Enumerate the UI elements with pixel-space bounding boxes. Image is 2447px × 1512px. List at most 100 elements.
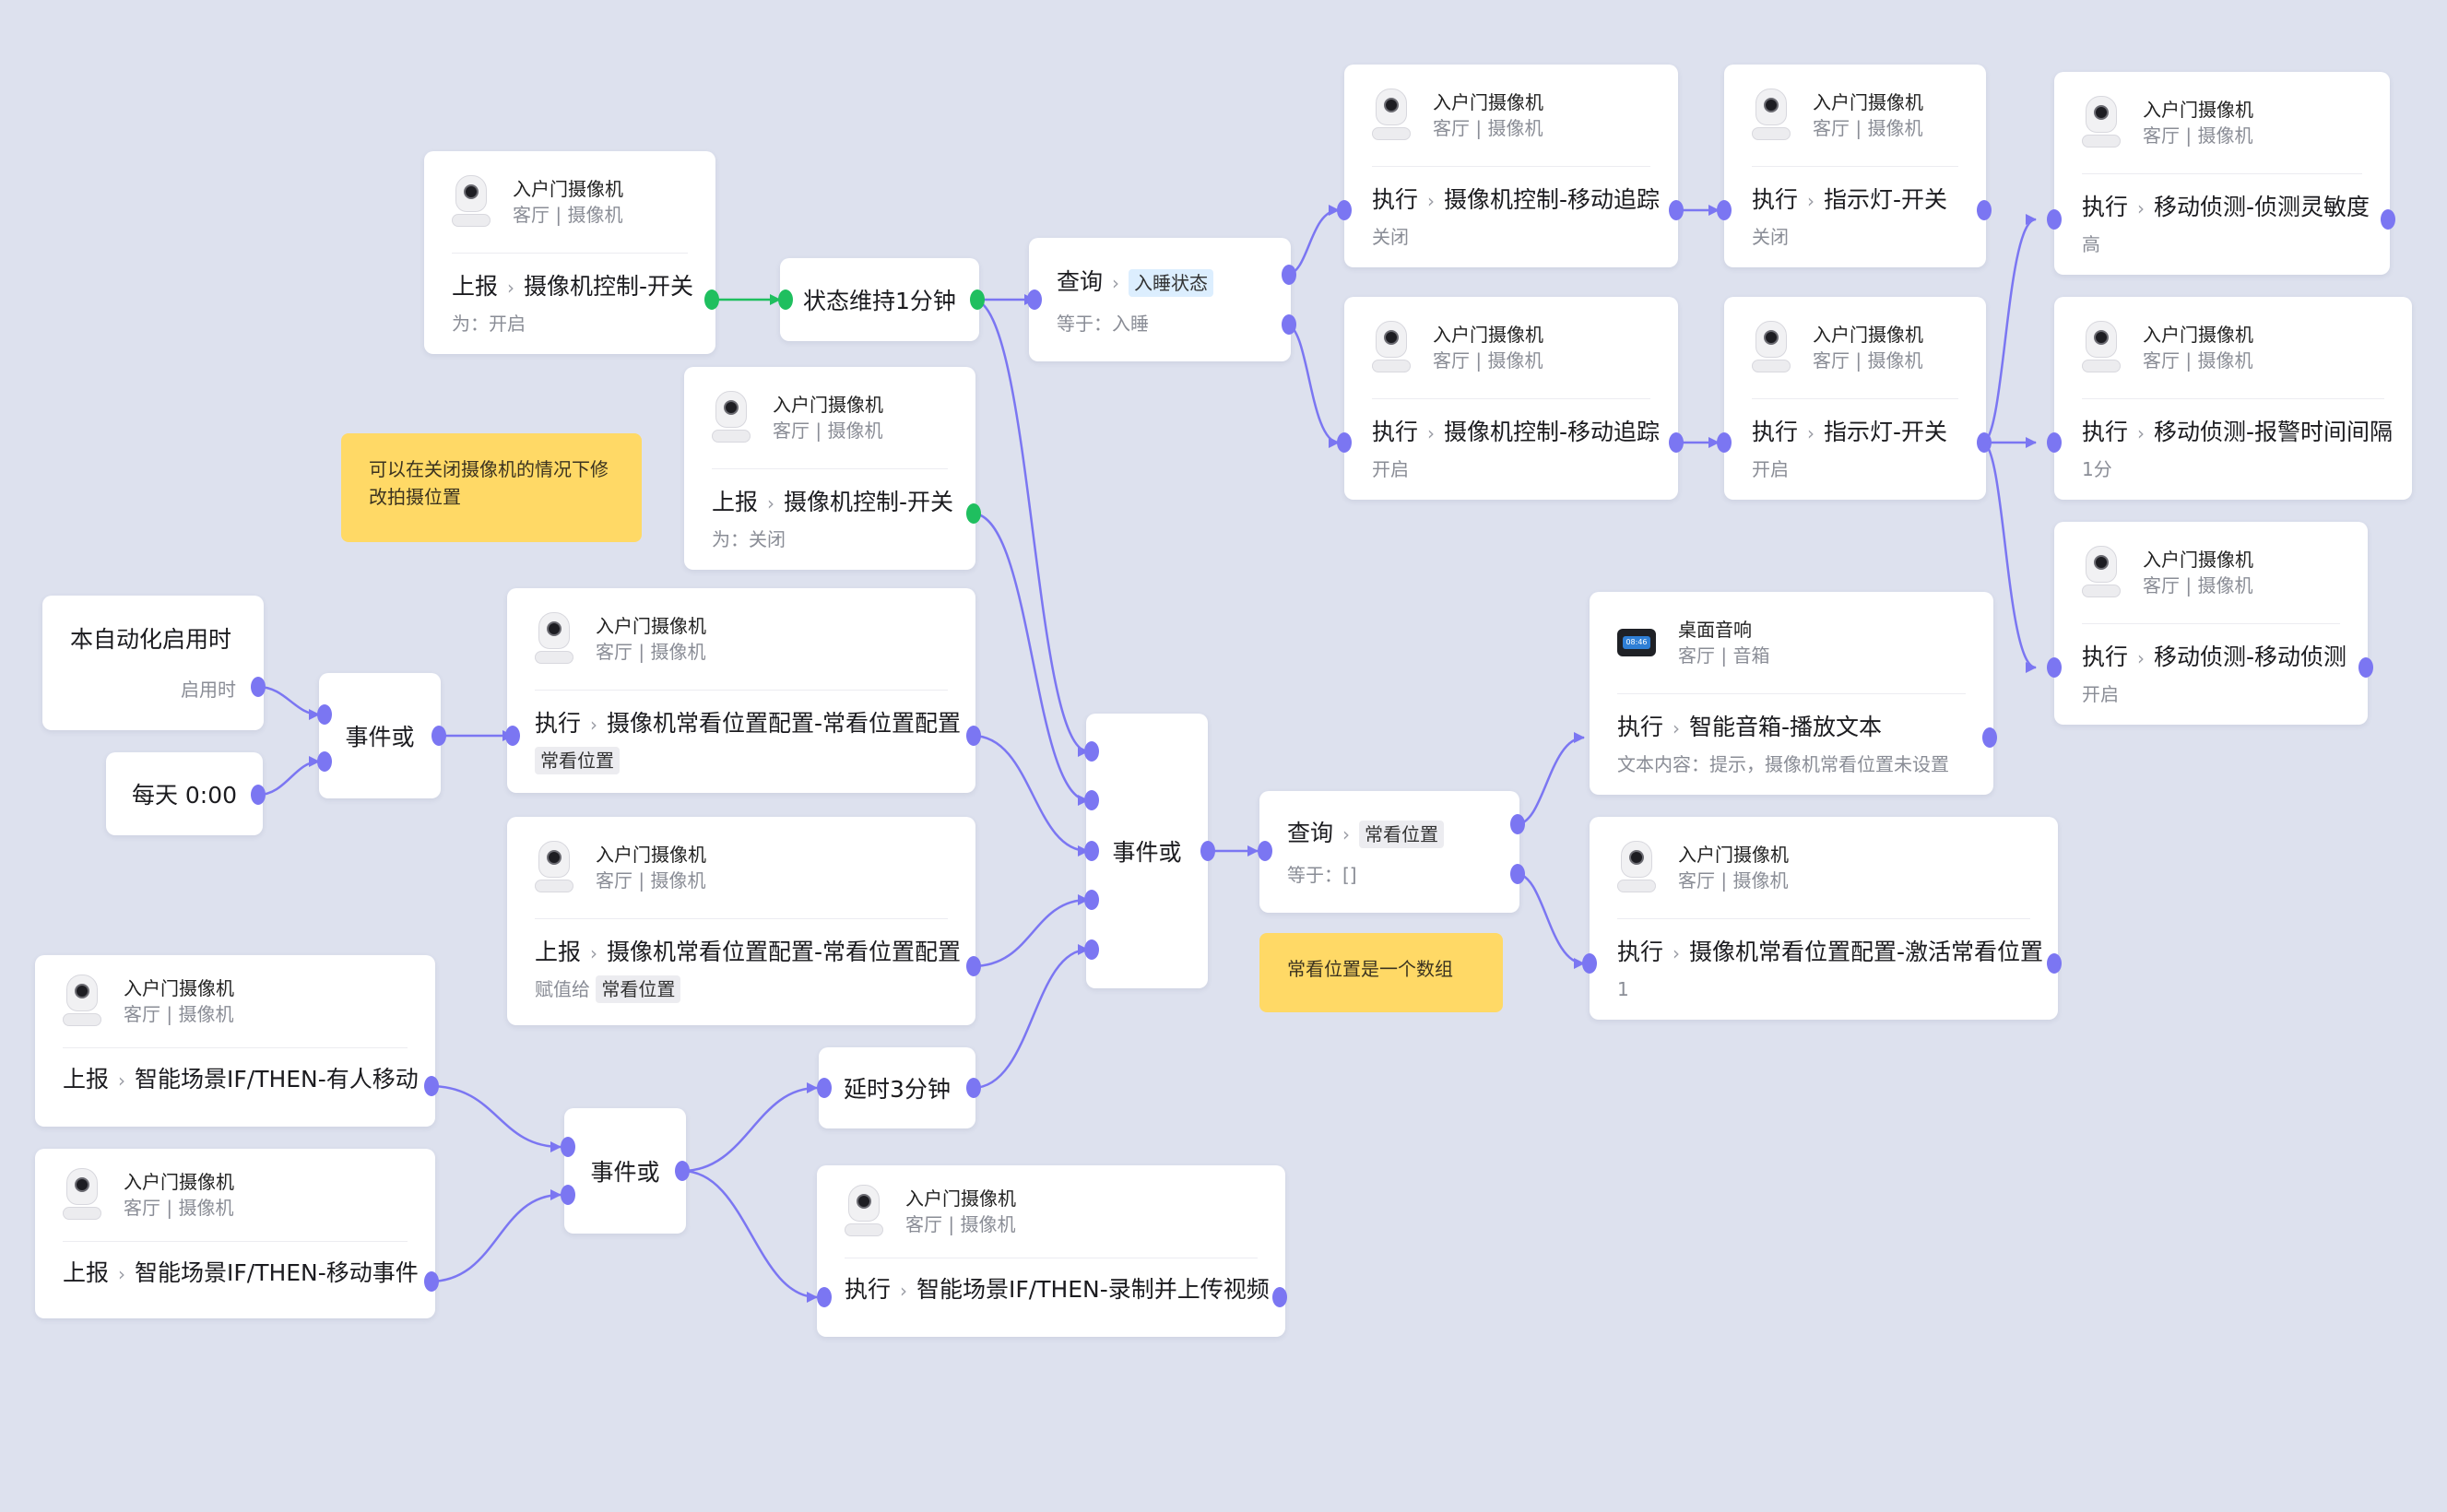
output-port[interactable]	[2358, 657, 2373, 678]
output-port-active[interactable]	[970, 289, 985, 310]
state-hold-label: 状态维持1分钟	[803, 288, 956, 314]
camera-icon	[452, 175, 491, 229]
input-port[interactable]	[817, 1287, 832, 1307]
action-name: 摄像机控制-移动追踪	[1444, 419, 1661, 445]
input-port[interactable]	[1337, 432, 1352, 453]
action-name: 摄像机控制-开关	[784, 489, 954, 515]
note-camera-position[interactable]: 可以在关闭摄像机的情况下修改拍摄位置	[341, 433, 642, 542]
query-node-view-position[interactable]: 查询›常看位置 等于：[]	[1259, 791, 1519, 913]
input-port[interactable]	[561, 1185, 575, 1205]
action-value: 高	[2082, 233, 2100, 255]
input-port[interactable]	[1258, 841, 1272, 861]
input-port[interactable]	[1084, 741, 1099, 762]
state-hold-node[interactable]: 状态维持1分钟	[780, 258, 979, 341]
output-port[interactable]	[424, 1076, 439, 1096]
device-node-report-on[interactable]: 入户门摄像机客厅 | 摄像机 上报›摄像机控制-开关 为：开启	[424, 151, 715, 354]
device-node-exec-view-config[interactable]: 入户门摄像机客厅 | 摄像机 执行›摄像机常看位置配置-常看位置配置 常看位置	[507, 588, 975, 793]
input-port[interactable]	[317, 704, 332, 725]
device-node-exec-sensitivity[interactable]: 入户门摄像机客厅 | 摄像机 执行›移动侦测-侦测灵敏度 高	[2054, 72, 2390, 275]
chevron-right-icon: ›	[1112, 272, 1120, 294]
action-name: 移动侦测-移动侦测	[2154, 644, 2347, 670]
device-node-exec-motion-detect[interactable]: 入户门摄像机客厅 | 摄像机 执行›移动侦测-移动侦测 开启	[2054, 522, 2368, 725]
action-name: 移动侦测-侦测灵敏度	[2154, 194, 2370, 220]
note-array[interactable]: 常看位置是一个数组	[1259, 933, 1503, 1012]
input-port[interactable]	[505, 726, 520, 746]
device-node-exec-light-on[interactable]: 入户门摄像机客厅 | 摄像机 执行›指示灯-开关 开启	[1724, 297, 1986, 500]
action-value: 1分	[2082, 458, 2112, 480]
or-node-left[interactable]: 事件或	[319, 673, 441, 798]
device-node-report-motion-event[interactable]: 入户门摄像机客厅 | 摄像机 上报›智能场景IF/THEN-移动事件	[35, 1149, 435, 1318]
device-node-exec-activate-view[interactable]: 入户门摄像机客厅 | 摄像机 执行›摄像机常看位置配置-激活常看位置 1	[1590, 817, 2058, 1020]
input-port[interactable]	[2047, 657, 2062, 678]
input-port[interactable]	[1582, 953, 1597, 974]
query-node-sleep-state[interactable]: 查询›入睡状态 等于：入睡	[1029, 238, 1291, 361]
input-port[interactable]	[1084, 939, 1099, 960]
input-port[interactable]	[2047, 209, 2062, 230]
device-location: 客厅 | 摄像机	[1433, 117, 1543, 139]
device-node-exec-light-off[interactable]: 入户门摄像机客厅 | 摄像机 执行›指示灯-开关 关闭	[1724, 65, 1986, 267]
chevron-right-icon: ›	[900, 1280, 908, 1302]
input-port-active[interactable]	[778, 289, 793, 310]
device-node-report-view-config[interactable]: 入户门摄像机客厅 | 摄像机 上报›摄像机常看位置配置-常看位置配置 赋值给 常…	[507, 817, 975, 1025]
input-port[interactable]	[1027, 289, 1042, 310]
output-port[interactable]	[431, 726, 446, 746]
output-port[interactable]	[424, 1271, 439, 1292]
output-port[interactable]	[1510, 814, 1525, 834]
output-port[interactable]	[2047, 953, 2062, 974]
device-node-report-motion[interactable]: 入户门摄像机客厅 | 摄像机 上报›智能场景IF/THEN-有人移动	[35, 955, 435, 1127]
output-port[interactable]	[675, 1161, 690, 1181]
device-node-report-off[interactable]: 入户门摄像机客厅 | 摄像机 上报›摄像机控制-开关 为：关闭	[684, 367, 975, 570]
output-port[interactable]	[966, 1078, 981, 1098]
output-port[interactable]	[1272, 1287, 1287, 1307]
chevron-right-icon: ›	[1807, 422, 1815, 444]
input-port[interactable]	[1084, 841, 1099, 861]
camera-icon	[2082, 321, 2121, 374]
device-location: 客厅 | 摄像机	[2143, 349, 2253, 372]
input-port[interactable]	[1717, 200, 1732, 220]
output-port[interactable]	[966, 726, 981, 746]
action-verb: 执行	[1372, 186, 1419, 213]
output-port[interactable]	[251, 785, 266, 805]
action-verb: 上报	[712, 489, 759, 515]
input-port[interactable]	[1337, 200, 1352, 220]
input-port[interactable]	[317, 751, 332, 772]
output-port[interactable]	[1282, 314, 1296, 335]
input-port[interactable]	[817, 1078, 832, 1098]
wire	[1516, 732, 1585, 826]
output-port[interactable]	[1669, 200, 1684, 220]
output-port[interactable]	[1669, 432, 1684, 453]
output-port[interactable]	[1977, 200, 1992, 220]
device-node-exec-track-on[interactable]: 入户门摄像机客厅 | 摄像机 执行›摄像机控制-移动追踪 开启	[1344, 297, 1678, 500]
output-port-active[interactable]	[704, 289, 719, 310]
device-location: 客厅 | 摄像机	[773, 419, 883, 442]
output-port[interactable]	[966, 956, 981, 976]
output-port[interactable]	[2381, 209, 2395, 230]
device-location: 客厅 | 音箱	[1678, 644, 1770, 667]
output-port[interactable]	[1510, 864, 1525, 884]
trigger-automation-start[interactable]: 本自动化启用时 启用时	[42, 596, 264, 730]
action-name: 指示灯-开关	[1824, 186, 1948, 213]
output-port[interactable]	[251, 677, 266, 697]
output-port-active[interactable]	[966, 503, 981, 524]
action-verb: 上报	[535, 939, 582, 965]
or-node-center[interactable]: 事件或	[1086, 714, 1208, 988]
output-port[interactable]	[1282, 265, 1296, 285]
input-port[interactable]	[1084, 890, 1099, 910]
query-condition: 等于：入睡	[1057, 313, 1149, 335]
device-node-exec-track-off[interactable]: 入户门摄像机客厅 | 摄像机 执行›摄像机控制-移动追踪 关闭	[1344, 65, 1678, 267]
output-port[interactable]	[1200, 841, 1215, 861]
input-port[interactable]	[2047, 432, 2062, 453]
input-port[interactable]	[561, 1137, 575, 1157]
delay-node[interactable]: 延时3分钟	[819, 1047, 975, 1128]
input-port[interactable]	[1084, 790, 1099, 810]
trigger-daily-time[interactable]: 每天 0:00	[106, 752, 263, 835]
or-node-bottom[interactable]: 事件或	[564, 1108, 686, 1234]
output-port[interactable]	[1982, 727, 1997, 748]
input-port[interactable]	[1717, 432, 1732, 453]
device-node-exec-record[interactable]: 入户门摄像机客厅 | 摄像机 执行›智能场景IF/THEN-录制并上传视频	[817, 1165, 1285, 1337]
chevron-right-icon: ›	[1673, 942, 1681, 964]
device-name: 入户门摄像机	[596, 844, 706, 866]
device-node-exec-speaker[interactable]: 08:46 桌面音响客厅 | 音箱 执行›智能音箱-播放文本 文本内容：提示，摄…	[1590, 592, 1993, 795]
output-port[interactable]	[1977, 432, 1992, 453]
device-node-exec-alarm-interval[interactable]: 入户门摄像机客厅 | 摄像机 执行›移动侦测-报警时间间隔 1分	[2054, 297, 2412, 500]
